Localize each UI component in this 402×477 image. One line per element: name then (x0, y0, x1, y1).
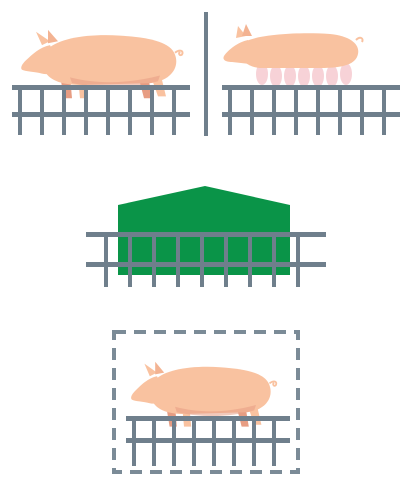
pig-in-dashed-pen-icon (114, 332, 298, 472)
nursing-sow-with-piglets-icon (222, 24, 400, 135)
barn-on-slatted-floor-icon (86, 186, 326, 287)
slatted-floor-bottom (126, 416, 290, 466)
divider-line (204, 12, 208, 136)
slatted-floor-right (222, 85, 400, 135)
sow-lying (223, 24, 362, 68)
sow-on-slatted-floor-icon (12, 30, 190, 135)
